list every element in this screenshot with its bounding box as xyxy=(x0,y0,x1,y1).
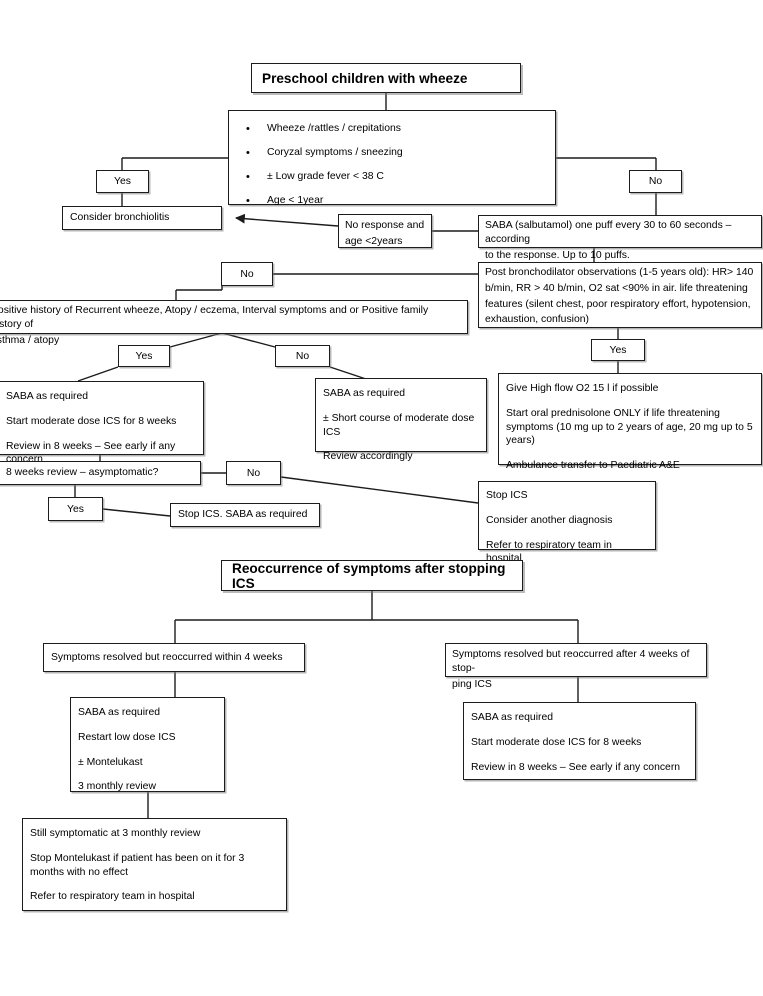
still-symptomatic-line-2: Stop Montelukast if patient has been on … xyxy=(30,852,245,878)
reoccurred-within-4-weeks-box: Symptoms resolved but reoccurred within … xyxy=(43,643,305,672)
post-bronchodilator-line-3: features (silent chest, poor respiratory… xyxy=(485,298,751,310)
stop-ics-refer-line-2: Consider another diagnosis xyxy=(486,514,613,526)
restart-moderate-dose-line-2: Start moderate dose ICS for 8 weeks xyxy=(471,736,642,748)
page-title: Preschool children with wheeze xyxy=(251,63,521,93)
no-response-line-2: age <2years xyxy=(345,235,403,247)
list-item: Coryzal symptoms / sneezing xyxy=(229,141,555,165)
list-item: ± Low grade fever < 38 C xyxy=(229,165,555,189)
section-title-reoccurrence: Reoccurrence of symptoms after stopping … xyxy=(221,560,523,591)
decision-chip-no-eight-weeks[interactable]: No xyxy=(226,461,281,485)
no-response-under-2-box: No response and age <2years xyxy=(338,214,432,248)
high-flow-oxygen-line-1: Give High flow O2 15 l if possible xyxy=(506,383,659,394)
positive-history-line-2: asthma / atopy xyxy=(0,334,60,346)
section-title-text: Reoccurrence of symptoms after stopping … xyxy=(232,560,506,591)
reoccurred-after-4-weeks-box: Symptoms resolved but reoccurred after 4… xyxy=(445,643,707,690)
page-title-text: Preschool children with wheeze xyxy=(262,70,468,86)
restart-low-dose-line-2: Restart low dose ICS xyxy=(78,731,176,743)
saba-moderate-ics-line-1: SABA as required xyxy=(6,391,89,402)
restart-moderate-dose-ics-box: SABA as required Start moderate dose ICS… xyxy=(463,702,696,780)
list-item: Wheeze /rattles / crepitations xyxy=(229,117,555,141)
high-flow-oxygen-box: Give High flow O2 15 l if possible Start… xyxy=(498,373,762,471)
restart-low-dose-line-4: 3 monthly review xyxy=(78,781,156,793)
no-response-line-1: No response and xyxy=(345,220,425,231)
saba-salbutamol-line-2: to the response. Up to 10 puffs. xyxy=(485,249,630,261)
list-item: Age < 1year xyxy=(229,189,555,213)
still-symptomatic-box: Still symptomatic at 3 monthly review St… xyxy=(22,818,287,911)
restart-low-dose-line-1: SABA as required xyxy=(78,707,161,718)
stop-ics-refer-box: Stop ICS Consider another diagnosis Refe… xyxy=(478,481,656,564)
stop-ics-refer-line-3: Refer to respiratory team in hospital xyxy=(486,539,612,565)
restart-moderate-dose-line-1: SABA as required xyxy=(471,712,554,723)
saba-short-course-line-1: SABA as required xyxy=(323,388,406,399)
reoccurred-within-4-weeks-text: Symptoms resolved but reoccurred within … xyxy=(51,651,283,663)
high-flow-oxygen-line-3: Ambulance transfer to Paediatric A&E xyxy=(506,460,680,472)
consider-bronchiolitis-box: Consider bronchiolitis xyxy=(62,206,222,230)
decision-chip-yes-eight-weeks[interactable]: Yes xyxy=(48,497,103,521)
saba-short-course-line-3: Review accordingly xyxy=(323,451,413,463)
decision-chip-no-positive-history[interactable]: No xyxy=(221,262,273,286)
still-symptomatic-line-3: Refer to respiratory team in hospital xyxy=(30,891,195,903)
saba-moderate-ics-box: SABA as required Start moderate dose ICS… xyxy=(0,381,204,465)
stop-ics-refer-line-1: Stop ICS xyxy=(486,490,528,501)
saba-salbutamol-line-1: SABA (salbutamol) one puff every 30 to 6… xyxy=(485,220,732,245)
post-bronchodilator-observations-box: Post bronchodilator observations (1-5 ye… xyxy=(478,262,762,328)
eight-weeks-review-text: 8 weeks review – asymptomatic? xyxy=(6,467,159,479)
post-bronchodilator-line-4: exhaustion, confusion) xyxy=(485,314,589,326)
assessment-bullet-list: Wheeze /rattles / crepitations Coryzal s… xyxy=(229,117,555,213)
eight-weeks-review-box: 8 weeks review – asymptomatic? xyxy=(0,461,201,485)
high-flow-oxygen-line-2: Start oral prednisolone ONLY if life thr… xyxy=(506,407,753,447)
stop-ics-saba-box: Stop ICS. SABA as required xyxy=(170,503,320,527)
reoccurred-after-4-weeks-line-2: ping ICS xyxy=(452,678,492,690)
saba-moderate-ics-line-3: Review in 8 weeks – See early if any con… xyxy=(6,440,176,466)
decision-chip-no-saba[interactable]: No xyxy=(629,170,682,193)
saba-short-course-line-2: ± Short course of moderate dose ICS xyxy=(323,412,475,438)
consider-bronchiolitis-text: Consider bronchiolitis xyxy=(70,212,170,224)
post-bronchodilator-line-1: Post bronchodilator observations (1-5 ye… xyxy=(485,267,754,278)
assessment-criteria-box: Wheeze /rattles / crepitations Coryzal s… xyxy=(228,110,556,213)
decision-chip-no-short-course[interactable]: No xyxy=(275,345,330,367)
restart-low-dose-ics-box: SABA as required Restart low dose ICS ± … xyxy=(70,697,225,792)
restart-low-dose-line-3: ± Montelukast xyxy=(78,756,143,768)
stop-ics-saba-text: Stop ICS. SABA as required xyxy=(178,509,308,521)
saba-salbutamol-box: SABA (salbutamol) one puff every 30 to 6… xyxy=(478,215,762,261)
decision-chip-yes-life-threatening[interactable]: Yes xyxy=(591,339,645,361)
post-bronchodilator-line-2: b/min, RR > 40 b/min, O2 sat <90% in air… xyxy=(485,282,748,294)
saba-short-course-box: SABA as required ± Short course of moder… xyxy=(315,378,487,462)
still-symptomatic-line-1: Still symptomatic at 3 monthly review xyxy=(30,828,201,839)
positive-history-box: Positive history of Recurrent wheeze, At… xyxy=(0,300,468,346)
saba-moderate-ics-line-2: Start moderate dose ICS for 8 weeks xyxy=(6,415,177,427)
restart-moderate-dose-line-3: Review in 8 weeks – See early if any con… xyxy=(471,761,681,773)
decision-chip-yes-positive-history[interactable]: Yes xyxy=(118,345,170,367)
positive-history-line-1: Positive history of Recurrent wheeze, At… xyxy=(0,305,429,330)
reoccurred-after-4-weeks-line-1: Symptoms resolved but reoccurred after 4… xyxy=(452,649,690,674)
decision-chip-yes-bronchiolitis[interactable]: Yes xyxy=(96,170,149,193)
